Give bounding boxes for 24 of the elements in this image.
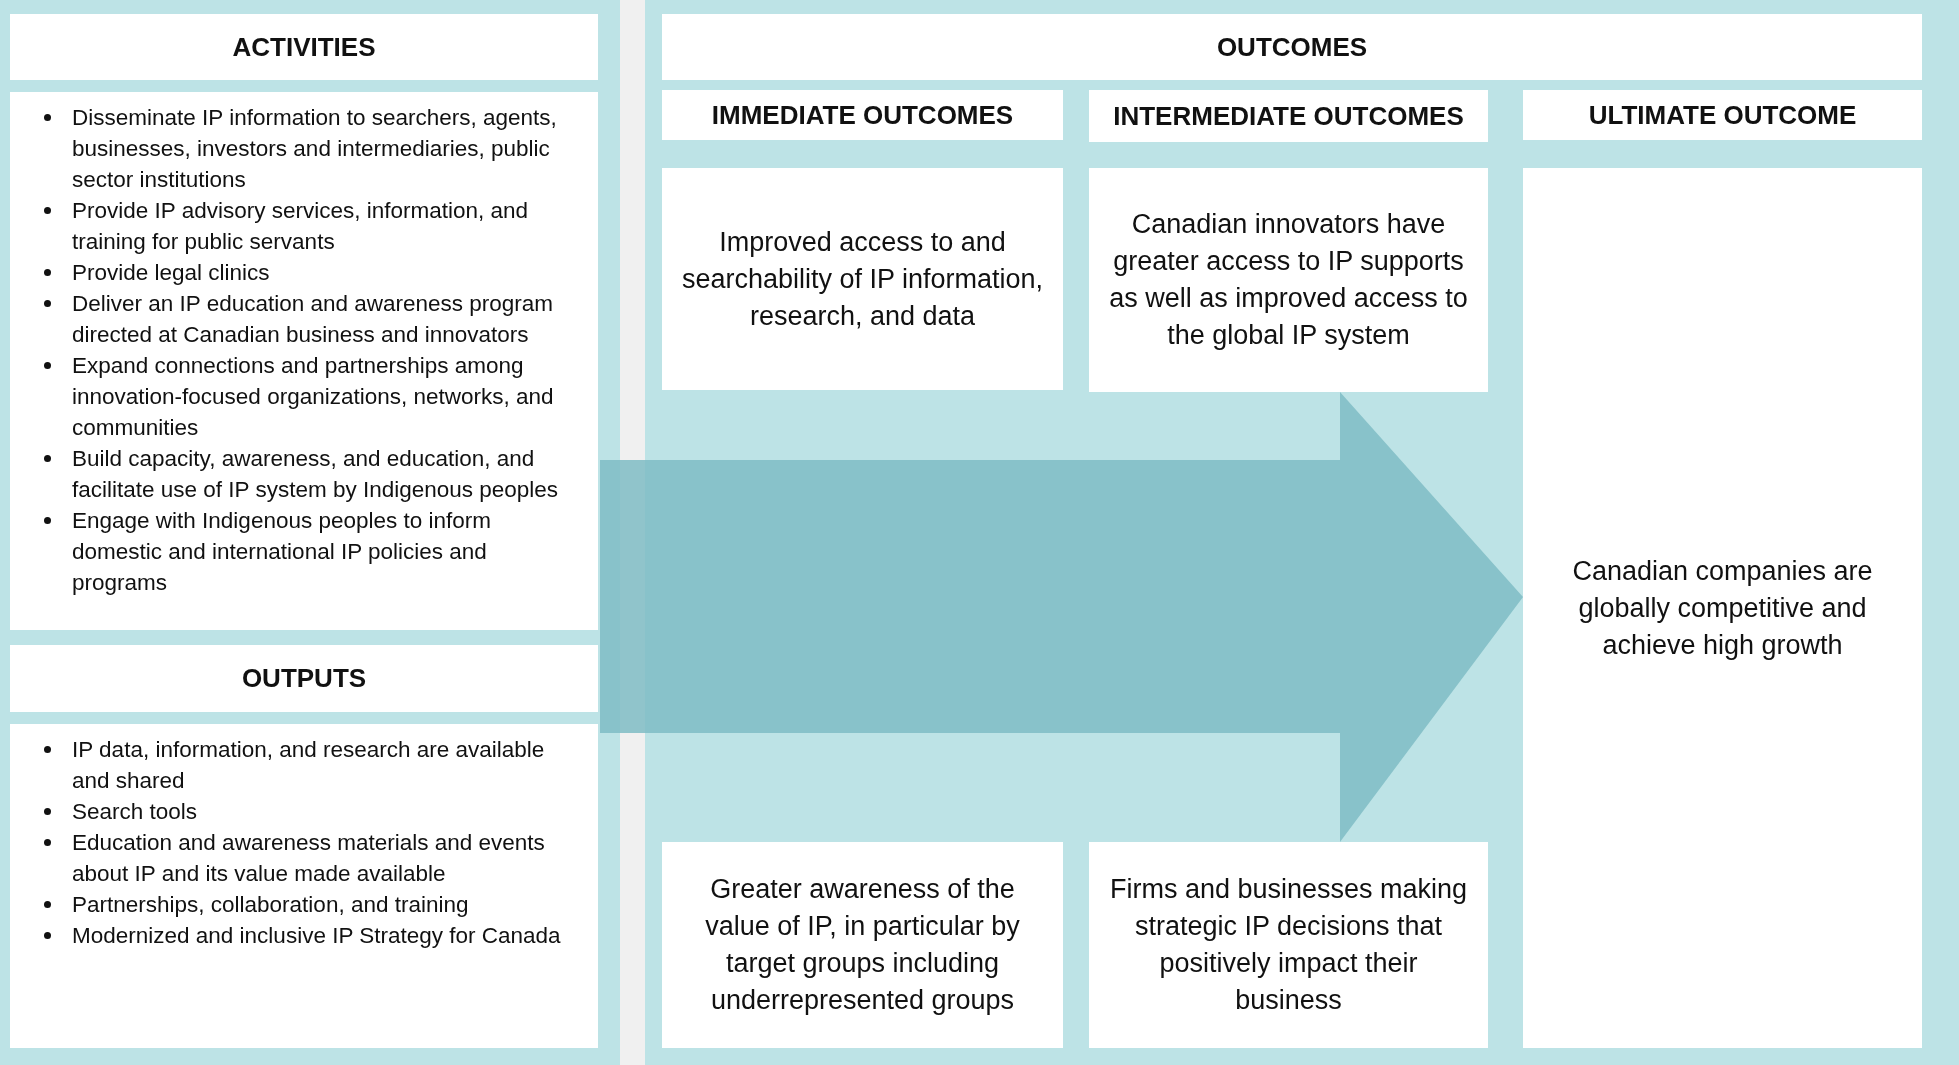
arrow [600, 392, 1523, 842]
list-item: Provide legal clinics [72, 260, 270, 285]
outcome-box: Improved access to and searchability of IP information, research, and data [662, 168, 1063, 390]
list-item: Modernized and inclusive IP Strategy for Canada [72, 923, 561, 948]
list-item: Engage with Indigenous peoples to inform domestic and international IP policies and programs [72, 508, 492, 595]
list-item: Search tools [72, 799, 198, 824]
list-item: Partnerships, collaboration, and training [72, 892, 469, 917]
heading: OUTCOMES [662, 14, 1922, 80]
outcome-box: Canadian companies are globally competitive and achieve high growth [1523, 168, 1922, 1048]
list-item: Disseminate IP information to searchers, agents, businesses, investors and intermediaries, public sector institutions [72, 105, 557, 192]
list-item: IP data, information, and research are available and shared [72, 737, 545, 793]
column-heading: IMMEDIATE OUTCOMES [662, 90, 1063, 140]
heading: OUTPUTS [10, 645, 598, 712]
outcome-box: Canadian innovators have greater access to IP supports as well as improved access to the global IP system [1089, 168, 1488, 392]
column-heading: ULTIMATE OUTCOME [1523, 90, 1922, 140]
list-item: Expand connections and partnerships among innovation-focused organizations, networks, and communities [72, 353, 554, 440]
list-item: Deliver an IP education and awareness program directed at Canadian business and innovators [72, 291, 554, 347]
list-item: Education and awareness materials and events about IP and its value made available [72, 830, 545, 886]
outcome-box: Greater awareness of the value of IP, in particular by target groups including underrepresented groups [662, 842, 1063, 1048]
list-item: Build capacity, awareness, and education, and facilitate use of IP system by Indigenous peoples [72, 446, 559, 502]
outcome-box: Firms and businesses making strategic IP decisions that positively impact their business [1089, 842, 1488, 1048]
list-item: Provide IP advisory services, information, and training for public servants [72, 198, 529, 254]
heading: ACTIVITIES [10, 14, 598, 80]
column-heading: INTERMEDIATE OUTCOMES [1089, 90, 1488, 142]
